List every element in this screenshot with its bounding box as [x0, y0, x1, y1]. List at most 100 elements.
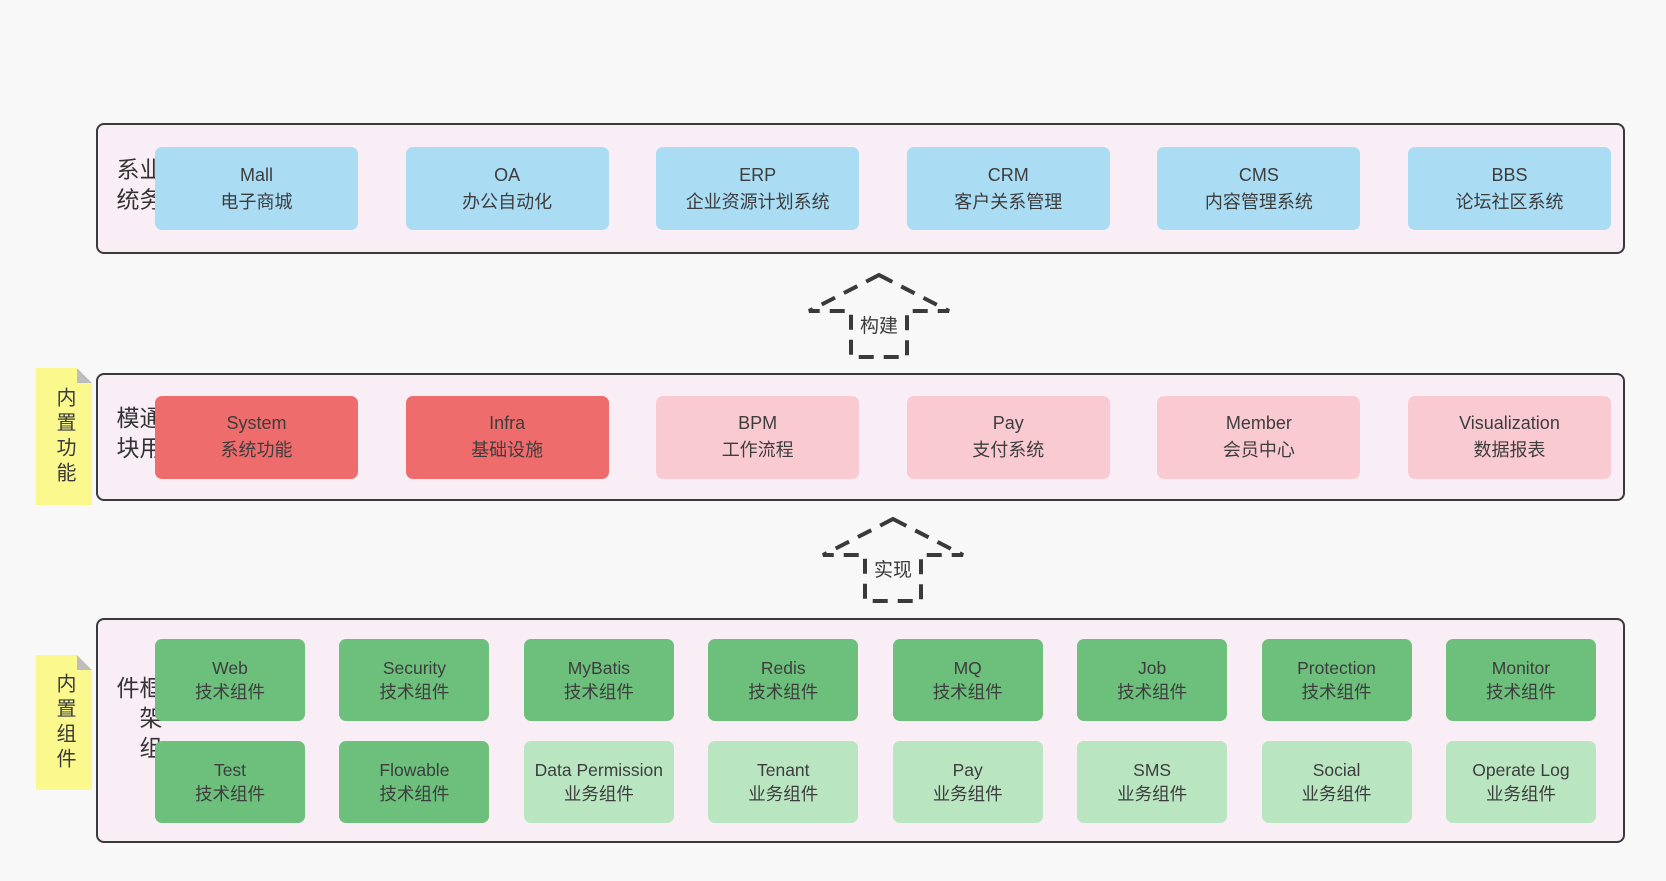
- box-title: CMS: [1238, 164, 1279, 185]
- box-title: Protection: [1297, 658, 1376, 678]
- box-subtitle: 业务组件: [1485, 784, 1556, 804]
- box-title: CRM: [987, 164, 1029, 185]
- box-title: Visualization: [1459, 413, 1560, 433]
- business-boxes-row: Mall 电子商城 OA 办公自动化 ERP 企业资源计划系统 CRM 客户关系…: [155, 125, 1611, 252]
- box-social: Social 业务组件: [1261, 741, 1412, 823]
- box-crm: CRM 客户关系管理: [906, 147, 1110, 230]
- arrow-implement-label: 实现: [870, 555, 916, 582]
- box-subtitle: 业务组件: [1301, 784, 1372, 804]
- box-subtitle: 电子商城: [220, 191, 293, 212]
- layer-label-business: 业务系统: [113, 156, 162, 217]
- sticky-label: 内置功能: [53, 386, 75, 487]
- box-subtitle: 支付系统: [972, 440, 1045, 460]
- box-title: Flowable: [379, 760, 450, 780]
- box-subtitle: 工作流程: [721, 440, 794, 460]
- box-subtitle: 技术组件: [932, 682, 1003, 702]
- box-title: Social: [1312, 760, 1361, 780]
- box-title: Job: [1138, 658, 1167, 678]
- box-flowable: Flowable 技术组件: [339, 741, 490, 823]
- box-mall: Mall 电子商城: [155, 147, 358, 230]
- box-subtitle: 技术组件: [195, 682, 265, 702]
- box-subtitle: 会员中心: [1222, 440, 1295, 460]
- box-title: Tenant: [756, 760, 810, 780]
- box-title: Redis: [760, 658, 806, 678]
- box-title: MyBatis: [567, 658, 630, 678]
- box-subtitle: 数据报表: [1473, 440, 1546, 460]
- arrow-up-implement: 实现: [820, 516, 966, 604]
- box-subtitle: 技术组件: [748, 682, 819, 702]
- box-erp: ERP 企业资源计划系统: [656, 147, 860, 230]
- modules-boxes-row: System 系统功能 Infra 基础设施 BPM 工作流程 Pay 支付系统…: [155, 375, 1611, 499]
- box-title: Web: [212, 658, 248, 678]
- box-mybatis: MyBatis 技术组件: [523, 639, 674, 721]
- box-mq: MQ 技术组件: [892, 639, 1043, 721]
- box-subtitle: 企业资源计划系统: [685, 191, 830, 212]
- box-monitor: Monitor 技术组件: [1445, 639, 1596, 721]
- box-subtitle: 技术组件: [1301, 682, 1372, 702]
- components-boxes-grid: Web 技术组件 Security 技术组件 MyBatis 技术组件 Redi…: [155, 639, 1596, 823]
- box-operate-log: Operate Log 业务组件: [1445, 741, 1596, 823]
- box-subtitle: 技术组件: [379, 682, 450, 702]
- box-subtitle: 业务组件: [748, 784, 819, 804]
- box-system: System 系统功能: [155, 395, 358, 479]
- box-title: BPM: [738, 413, 778, 433]
- box-subtitle: 技术组件: [563, 682, 634, 702]
- box-job: Job 技术组件: [1077, 639, 1228, 721]
- arrow-build-label: 构建: [856, 311, 902, 338]
- box-redis: Redis 技术组件: [708, 639, 859, 721]
- components-row-2: Test 技术组件 Flowable 技术组件 Data Permission …: [155, 741, 1596, 823]
- dashed-up-arrow-icon: [808, 272, 950, 359]
- box-subtitle: 业务组件: [1117, 784, 1188, 804]
- box-pay-module: Pay 支付系统: [906, 395, 1110, 479]
- box-cms: CMS 内容管理系统: [1157, 147, 1361, 230]
- box-test: Test 技术组件: [155, 741, 305, 823]
- arrow-up-build: 构建: [806, 272, 952, 360]
- box-title: Operate Log: [1472, 760, 1570, 780]
- box-web: Web 技术组件: [155, 639, 305, 721]
- box-subtitle: 办公自动化: [462, 191, 553, 212]
- box-title: Mall: [239, 164, 273, 185]
- box-visualization: Visualization 数据报表: [1407, 395, 1611, 479]
- box-title: Test: [213, 760, 247, 780]
- box-subtitle: 技术组件: [379, 784, 450, 804]
- box-subtitle: 论坛社区系统: [1455, 191, 1564, 212]
- layer-business-systems: 业务系统 Mall 电子商城 OA 办公自动化 ERP 企业资源计划系统 CRM…: [96, 123, 1625, 254]
- folded-corner-icon: [77, 368, 92, 383]
- box-data-permission: Data Permission 业务组件: [523, 741, 674, 823]
- box-subtitle: 技术组件: [1117, 682, 1188, 702]
- layer-framework-components: 框架组件 Web 技术组件 Security 技术组件 MyBatis 技术组件…: [96, 618, 1625, 843]
- folded-corner-icon: [77, 655, 92, 670]
- box-title: Pay: [952, 760, 983, 780]
- box-sms: SMS 业务组件: [1077, 741, 1228, 823]
- layer-label-components: 框架组件: [113, 675, 162, 766]
- box-title: Pay: [992, 413, 1024, 433]
- sticky-note-builtin-features: 内置功能: [36, 368, 92, 505]
- box-security: Security 技术组件: [339, 639, 490, 721]
- box-title: Member: [1225, 413, 1292, 433]
- box-bbs: BBS 论坛社区系统: [1407, 147, 1611, 230]
- box-title: ERP: [739, 164, 777, 185]
- box-title: Monitor: [1491, 658, 1551, 678]
- box-title: OA: [494, 164, 521, 185]
- box-title: System: [226, 413, 287, 433]
- box-title: Data Permission: [534, 760, 664, 780]
- box-subtitle: 系统功能: [220, 440, 293, 460]
- box-pay-component: Pay 业务组件: [892, 741, 1043, 823]
- components-row-1: Web 技术组件 Security 技术组件 MyBatis 技术组件 Redi…: [155, 639, 1596, 721]
- box-tenant: Tenant 业务组件: [708, 741, 859, 823]
- box-subtitle: 内容管理系统: [1204, 191, 1313, 212]
- box-subtitle: 业务组件: [563, 784, 634, 804]
- sticky-note-builtin-components: 内置组件: [36, 655, 92, 790]
- dashed-up-arrow-icon: [822, 516, 964, 603]
- box-protection: Protection 技术组件: [1261, 639, 1412, 721]
- box-title: MQ: [953, 658, 982, 678]
- box-title: BBS: [1491, 164, 1528, 185]
- box-member: Member 会员中心: [1157, 395, 1361, 479]
- box-oa: OA 办公自动化: [405, 147, 609, 230]
- box-subtitle: 技术组件: [195, 784, 265, 804]
- sticky-label: 内置组件: [53, 672, 75, 773]
- box-bpm: BPM 工作流程: [656, 395, 860, 479]
- box-subtitle: 业务组件: [932, 784, 1003, 804]
- box-infra: Infra 基础设施: [405, 395, 609, 479]
- box-title: SMS: [1133, 760, 1172, 780]
